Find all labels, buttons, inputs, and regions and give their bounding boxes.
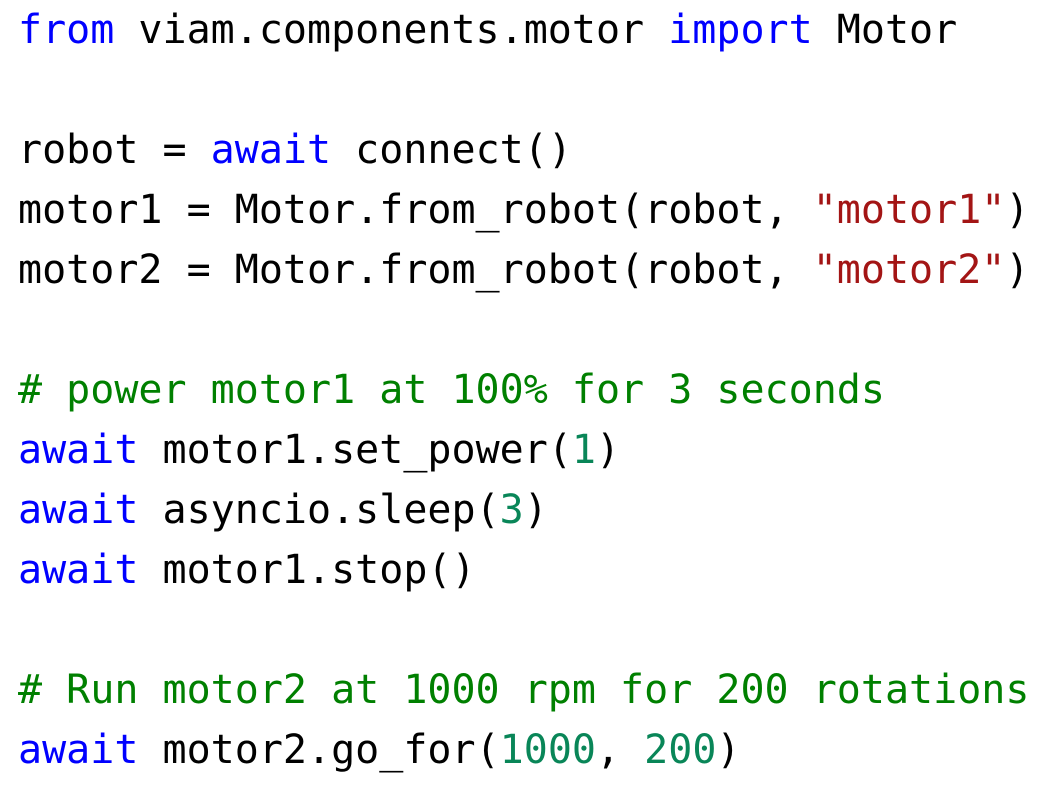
token-plain: motor2.go_for( xyxy=(138,727,500,773)
token-plain: motor1 = Motor.from_robot(robot, xyxy=(18,187,813,233)
code-line: motor2 = Motor.from_robot(robot, "motor2… xyxy=(18,240,1049,300)
code-line: # Run motor2 at 1000 rpm for 200 rotatio… xyxy=(18,660,1049,720)
token-number: 3 xyxy=(499,487,524,533)
code-line: await motor1.set_power(1) xyxy=(18,420,1049,480)
token-string: "motor2" xyxy=(812,247,1006,293)
token-plain: viam.components.motor xyxy=(114,7,669,53)
token-plain: , xyxy=(595,727,645,773)
token-plain: connect() xyxy=(331,127,572,173)
token-comment: # power motor1 at 100% for 3 seconds xyxy=(18,367,885,413)
token-plain: robot = xyxy=(18,127,211,173)
code-line: await asyncio.sleep(3) xyxy=(18,480,1049,540)
code-line: await motor2.go_for(1000, 200) xyxy=(18,720,1049,780)
token-plain: ) xyxy=(596,427,621,473)
token-plain: ) xyxy=(716,727,741,773)
token-keyword: await xyxy=(210,127,332,173)
token-plain: Motor xyxy=(812,7,958,53)
code-line xyxy=(18,300,1049,360)
token-plain: motor2 = Motor.from_robot(robot, xyxy=(18,247,813,293)
token-keyword: await xyxy=(18,427,139,473)
token-plain: asyncio.sleep( xyxy=(138,487,500,533)
code-line: # power motor1 at 100% for 3 seconds xyxy=(18,360,1049,420)
code-line xyxy=(18,600,1049,660)
token-keyword: await xyxy=(18,727,139,773)
code-line: await motor1.stop() xyxy=(18,540,1049,600)
token-keyword: await xyxy=(18,487,139,533)
code-line xyxy=(18,60,1049,120)
code-line: robot = await connect() xyxy=(18,120,1049,180)
token-number: 200 xyxy=(644,727,717,773)
token-keyword: import xyxy=(668,7,813,53)
token-number: 1000 xyxy=(499,727,596,773)
token-string: "motor1" xyxy=(812,187,1006,233)
token-plain: motor1.set_power( xyxy=(138,427,572,473)
token-keyword: await xyxy=(18,547,139,593)
token-keyword: from xyxy=(18,7,115,53)
code-line: from viam.components.motor import Motor xyxy=(18,0,1049,60)
code-line: motor1 = Motor.from_robot(robot, "motor1… xyxy=(18,180,1049,240)
token-plain: ) xyxy=(1005,247,1030,293)
token-plain: motor1.stop() xyxy=(138,547,476,593)
token-plain: ) xyxy=(523,487,548,533)
token-comment: # Run motor2 at 1000 rpm for 200 rotatio… xyxy=(18,667,1030,713)
token-number: 1 xyxy=(571,427,596,473)
token-plain: ) xyxy=(1005,187,1030,233)
